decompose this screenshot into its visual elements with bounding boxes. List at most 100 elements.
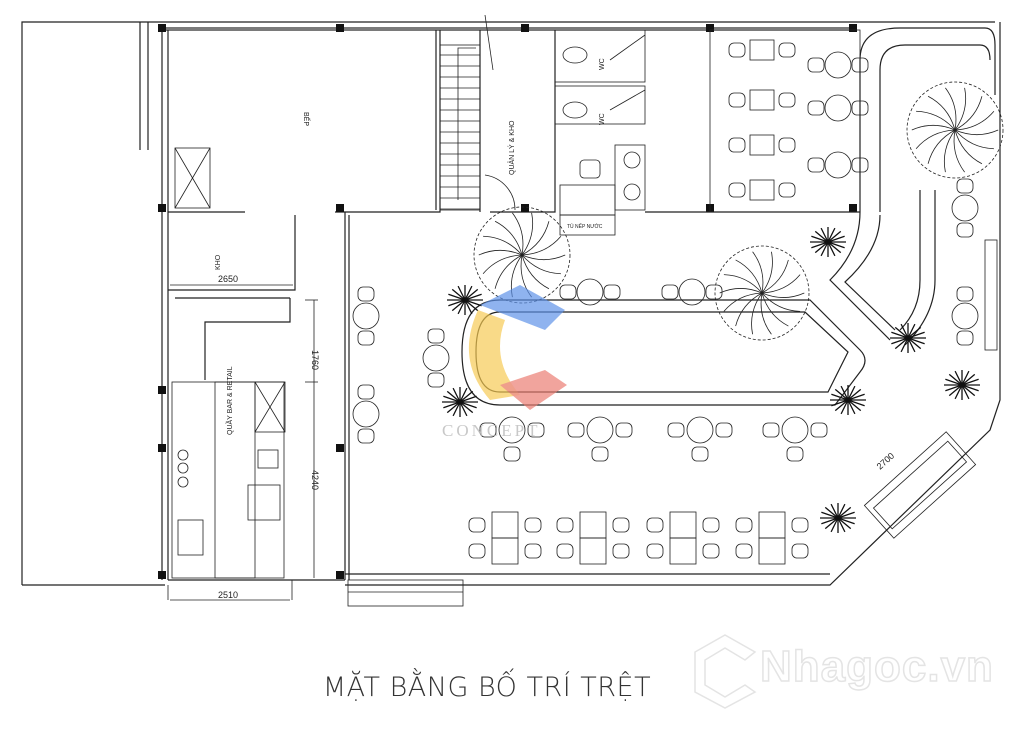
tree-branch [760, 292, 772, 335]
chair-icon [357, 330, 375, 346]
round-table [686, 416, 714, 444]
palm-frond [821, 511, 839, 519]
dim-bar-length: 4240 [310, 470, 320, 490]
nhagoc-watermark: Nhagoc.vn [690, 630, 1020, 710]
palm-frond [824, 506, 839, 519]
square-table [749, 39, 775, 61]
palm-frond [830, 503, 839, 519]
chair-icon [851, 157, 869, 173]
chair-icon [851, 100, 869, 116]
round-table [678, 278, 706, 306]
palm-frond [894, 337, 909, 350]
palm-frond [894, 326, 909, 339]
nhagoc-text: Nhagoc.vn [759, 641, 994, 692]
palm-frond [948, 384, 963, 397]
palm-frond [961, 370, 970, 386]
palm-frond [827, 235, 845, 243]
room-label-manager: QUẢN LÝ & KHO [507, 120, 516, 175]
chair-icon [956, 178, 974, 194]
round-table [498, 416, 526, 444]
palm-frond [459, 387, 468, 403]
tree-branch [954, 110, 995, 131]
tree-branch [761, 292, 805, 298]
tree-branch [943, 129, 956, 173]
palm-frond [900, 337, 909, 353]
dim-bar-gap: 1760 [310, 350, 320, 370]
chair-icon [691, 446, 709, 462]
tree-branch [761, 292, 801, 312]
chair-icon [661, 284, 679, 300]
round-table [824, 94, 852, 122]
concept-logo-text: CONCEPT [442, 421, 540, 440]
dimension-lines [167, 284, 318, 601]
round-table [824, 51, 852, 79]
palm-frond [954, 384, 963, 400]
chair-icon [559, 284, 577, 300]
room-label-wc2: WC [599, 113, 606, 125]
palm-frond [961, 384, 970, 400]
tree-branch [761, 251, 773, 294]
square-table [579, 511, 607, 539]
palm-frond [459, 401, 474, 414]
palm-frond [443, 401, 461, 409]
column [521, 24, 529, 32]
walls [158, 14, 998, 607]
chair-icon [956, 330, 974, 346]
chair-icon [786, 446, 804, 462]
tree-branch [521, 212, 534, 256]
chair-icon [603, 284, 621, 300]
palm-frond [443, 395, 461, 403]
dim-kho-width: 2650 [218, 274, 238, 284]
chair-icon [591, 446, 609, 462]
chair-icon [357, 286, 375, 302]
palm-frond [459, 390, 474, 403]
tree-branch [954, 129, 994, 150]
palm-icon [442, 387, 478, 417]
chair-icon [567, 422, 585, 438]
room-label-cabinet: TỦ NẾP NƯỚC [567, 223, 603, 230]
furniture [352, 39, 979, 565]
palm-frond [891, 337, 909, 345]
tree-branch [751, 292, 763, 335]
chair-icon [612, 517, 630, 533]
chair-icon [728, 42, 746, 58]
palm-frond [961, 384, 979, 392]
tree-branch [723, 274, 763, 294]
chair-icon [956, 286, 974, 302]
palm-frond [907, 337, 925, 345]
column [706, 24, 714, 32]
tree-icon [714, 245, 810, 341]
tree-branch [521, 254, 561, 275]
round-table [781, 416, 809, 444]
palm-frond [824, 517, 839, 530]
room-label-kitchen: BẾP [302, 112, 312, 126]
palm-frond [464, 299, 479, 312]
chair-icon [479, 422, 497, 438]
chair-icon [556, 543, 574, 559]
palm-frond [459, 401, 477, 409]
chair-icon [702, 517, 720, 533]
chair-icon [646, 517, 664, 533]
palm-frond [827, 227, 836, 243]
tree-canopy [714, 245, 810, 341]
chair-icon [956, 222, 974, 238]
round-table [422, 344, 450, 372]
tree-canopy [906, 81, 1004, 179]
round-table [951, 302, 979, 330]
palm-frond [837, 517, 855, 525]
column [158, 24, 166, 32]
chair-icon [762, 422, 780, 438]
tree-branch [521, 221, 550, 256]
tree-branch [478, 249, 523, 256]
chair-icon [702, 543, 720, 559]
palm-frond [891, 331, 909, 339]
column [336, 24, 344, 32]
palm-frond [830, 517, 839, 533]
nhagoc-logo-icon [694, 634, 757, 709]
chair-icon [427, 328, 445, 344]
tree-branch [521, 235, 562, 256]
tree-branch [954, 96, 983, 131]
palm-frond [907, 337, 922, 350]
palm-frond [446, 401, 461, 414]
